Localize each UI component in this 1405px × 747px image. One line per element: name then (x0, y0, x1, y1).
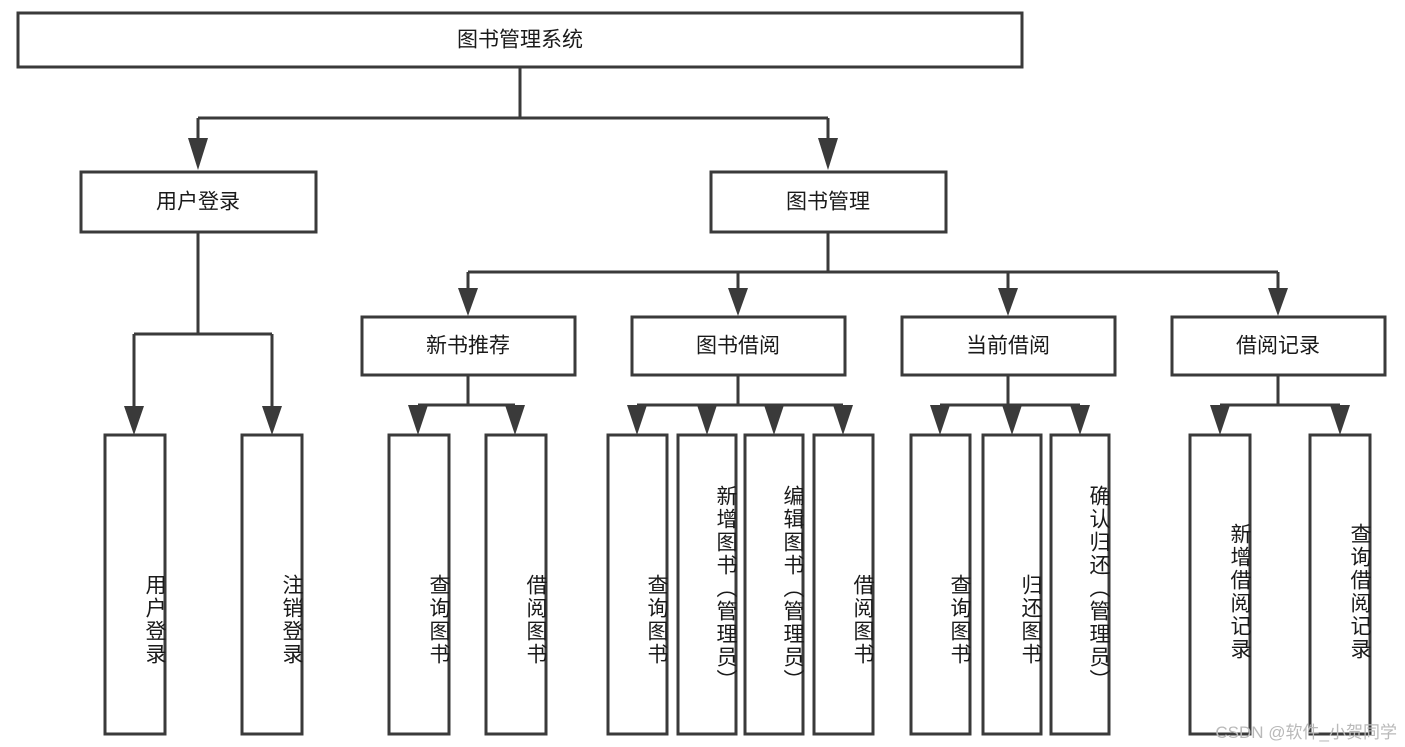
node-box-book-borrow[interactable] (630, 315, 847, 377)
arrow-to-leaf-logout (262, 406, 282, 435)
node-box-book-manage[interactable] (709, 170, 948, 234)
arrow-to-leaf-query-book-2 (627, 405, 647, 435)
arrow-to-leaf-confirm-return (1070, 405, 1090, 435)
arrow-to-leaf-query-book-1 (408, 405, 428, 435)
arrow-to-leaf-add-record (1210, 405, 1230, 435)
connector-group-new-book-rec (408, 375, 525, 435)
connector-group-user-login (124, 232, 282, 435)
arrow-to-leaf-query-record (1330, 405, 1350, 435)
node-box-root[interactable] (16, 11, 1024, 69)
arrow-to-leaf-return-book (1002, 405, 1022, 435)
node-box-leaf-add-book[interactable] (676, 433, 738, 736)
arrow-to-leaf-edit-book (764, 405, 784, 435)
node-label-current-borrow: 当前借阅 (966, 335, 1050, 358)
arrow-to-leaf-user-login (124, 406, 144, 435)
node-label-new-book-rec: 新书推荐 (426, 335, 510, 358)
arrow-to-leaf-borrow-book-2 (833, 405, 853, 435)
arrow-to-book-manage (818, 138, 838, 170)
watermark-text: CSDN @软件_小贺同学 (1215, 723, 1397, 742)
node-box-leaf-return-book[interactable] (981, 433, 1043, 736)
node-label-book-borrow: 图书借阅 (696, 335, 780, 358)
node-box-leaf-confirm-return[interactable] (1049, 433, 1111, 736)
arrow-to-leaf-query-book-3 (930, 405, 950, 435)
node-box-new-book-rec[interactable] (360, 315, 577, 377)
node-box-leaf-borrow-book-2[interactable] (812, 433, 875, 736)
node-box-user-login[interactable] (79, 170, 318, 234)
connector-group-current-borrow (930, 375, 1090, 435)
node-box-leaf-query-book-2[interactable] (606, 433, 669, 736)
node-box-leaf-add-record[interactable] (1188, 433, 1252, 736)
node-label-borrow-record: 借阅记录 (1236, 335, 1320, 358)
connector-group-book-borrow (627, 375, 853, 435)
node-label-root: 图书管理系统 (457, 29, 583, 52)
node-label-user-login: 用户登录 (156, 191, 240, 214)
node-box-leaf-borrow-book-1[interactable] (484, 433, 548, 736)
node-box-leaf-query-book-3[interactable] (909, 433, 972, 736)
node-box-borrow-record[interactable] (1170, 315, 1387, 377)
arrow-to-new-book-rec (458, 288, 478, 316)
node-box-leaf-query-record[interactable] (1308, 433, 1372, 736)
node-label-book-manage: 图书管理 (786, 191, 870, 214)
node-box-current-borrow[interactable] (900, 315, 1117, 377)
connector-group-root (188, 67, 838, 170)
arrow-to-borrow-record (1268, 288, 1288, 316)
arrow-to-book-borrow (728, 288, 748, 316)
node-box-leaf-query-book-1[interactable] (387, 433, 451, 736)
arrow-to-leaf-add-book (697, 405, 717, 435)
connector-group-book-manage (458, 232, 1288, 316)
node-box-leaf-user-login[interactable] (103, 433, 167, 736)
connector-group-borrow-record (1210, 375, 1350, 435)
node-box-leaf-edit-book[interactable] (743, 433, 805, 736)
arrow-to-leaf-borrow-book-1 (505, 405, 525, 435)
arrow-to-current-borrow (998, 288, 1018, 316)
arrow-to-user-login (188, 138, 208, 170)
node-box-leaf-logout[interactable] (240, 433, 304, 736)
